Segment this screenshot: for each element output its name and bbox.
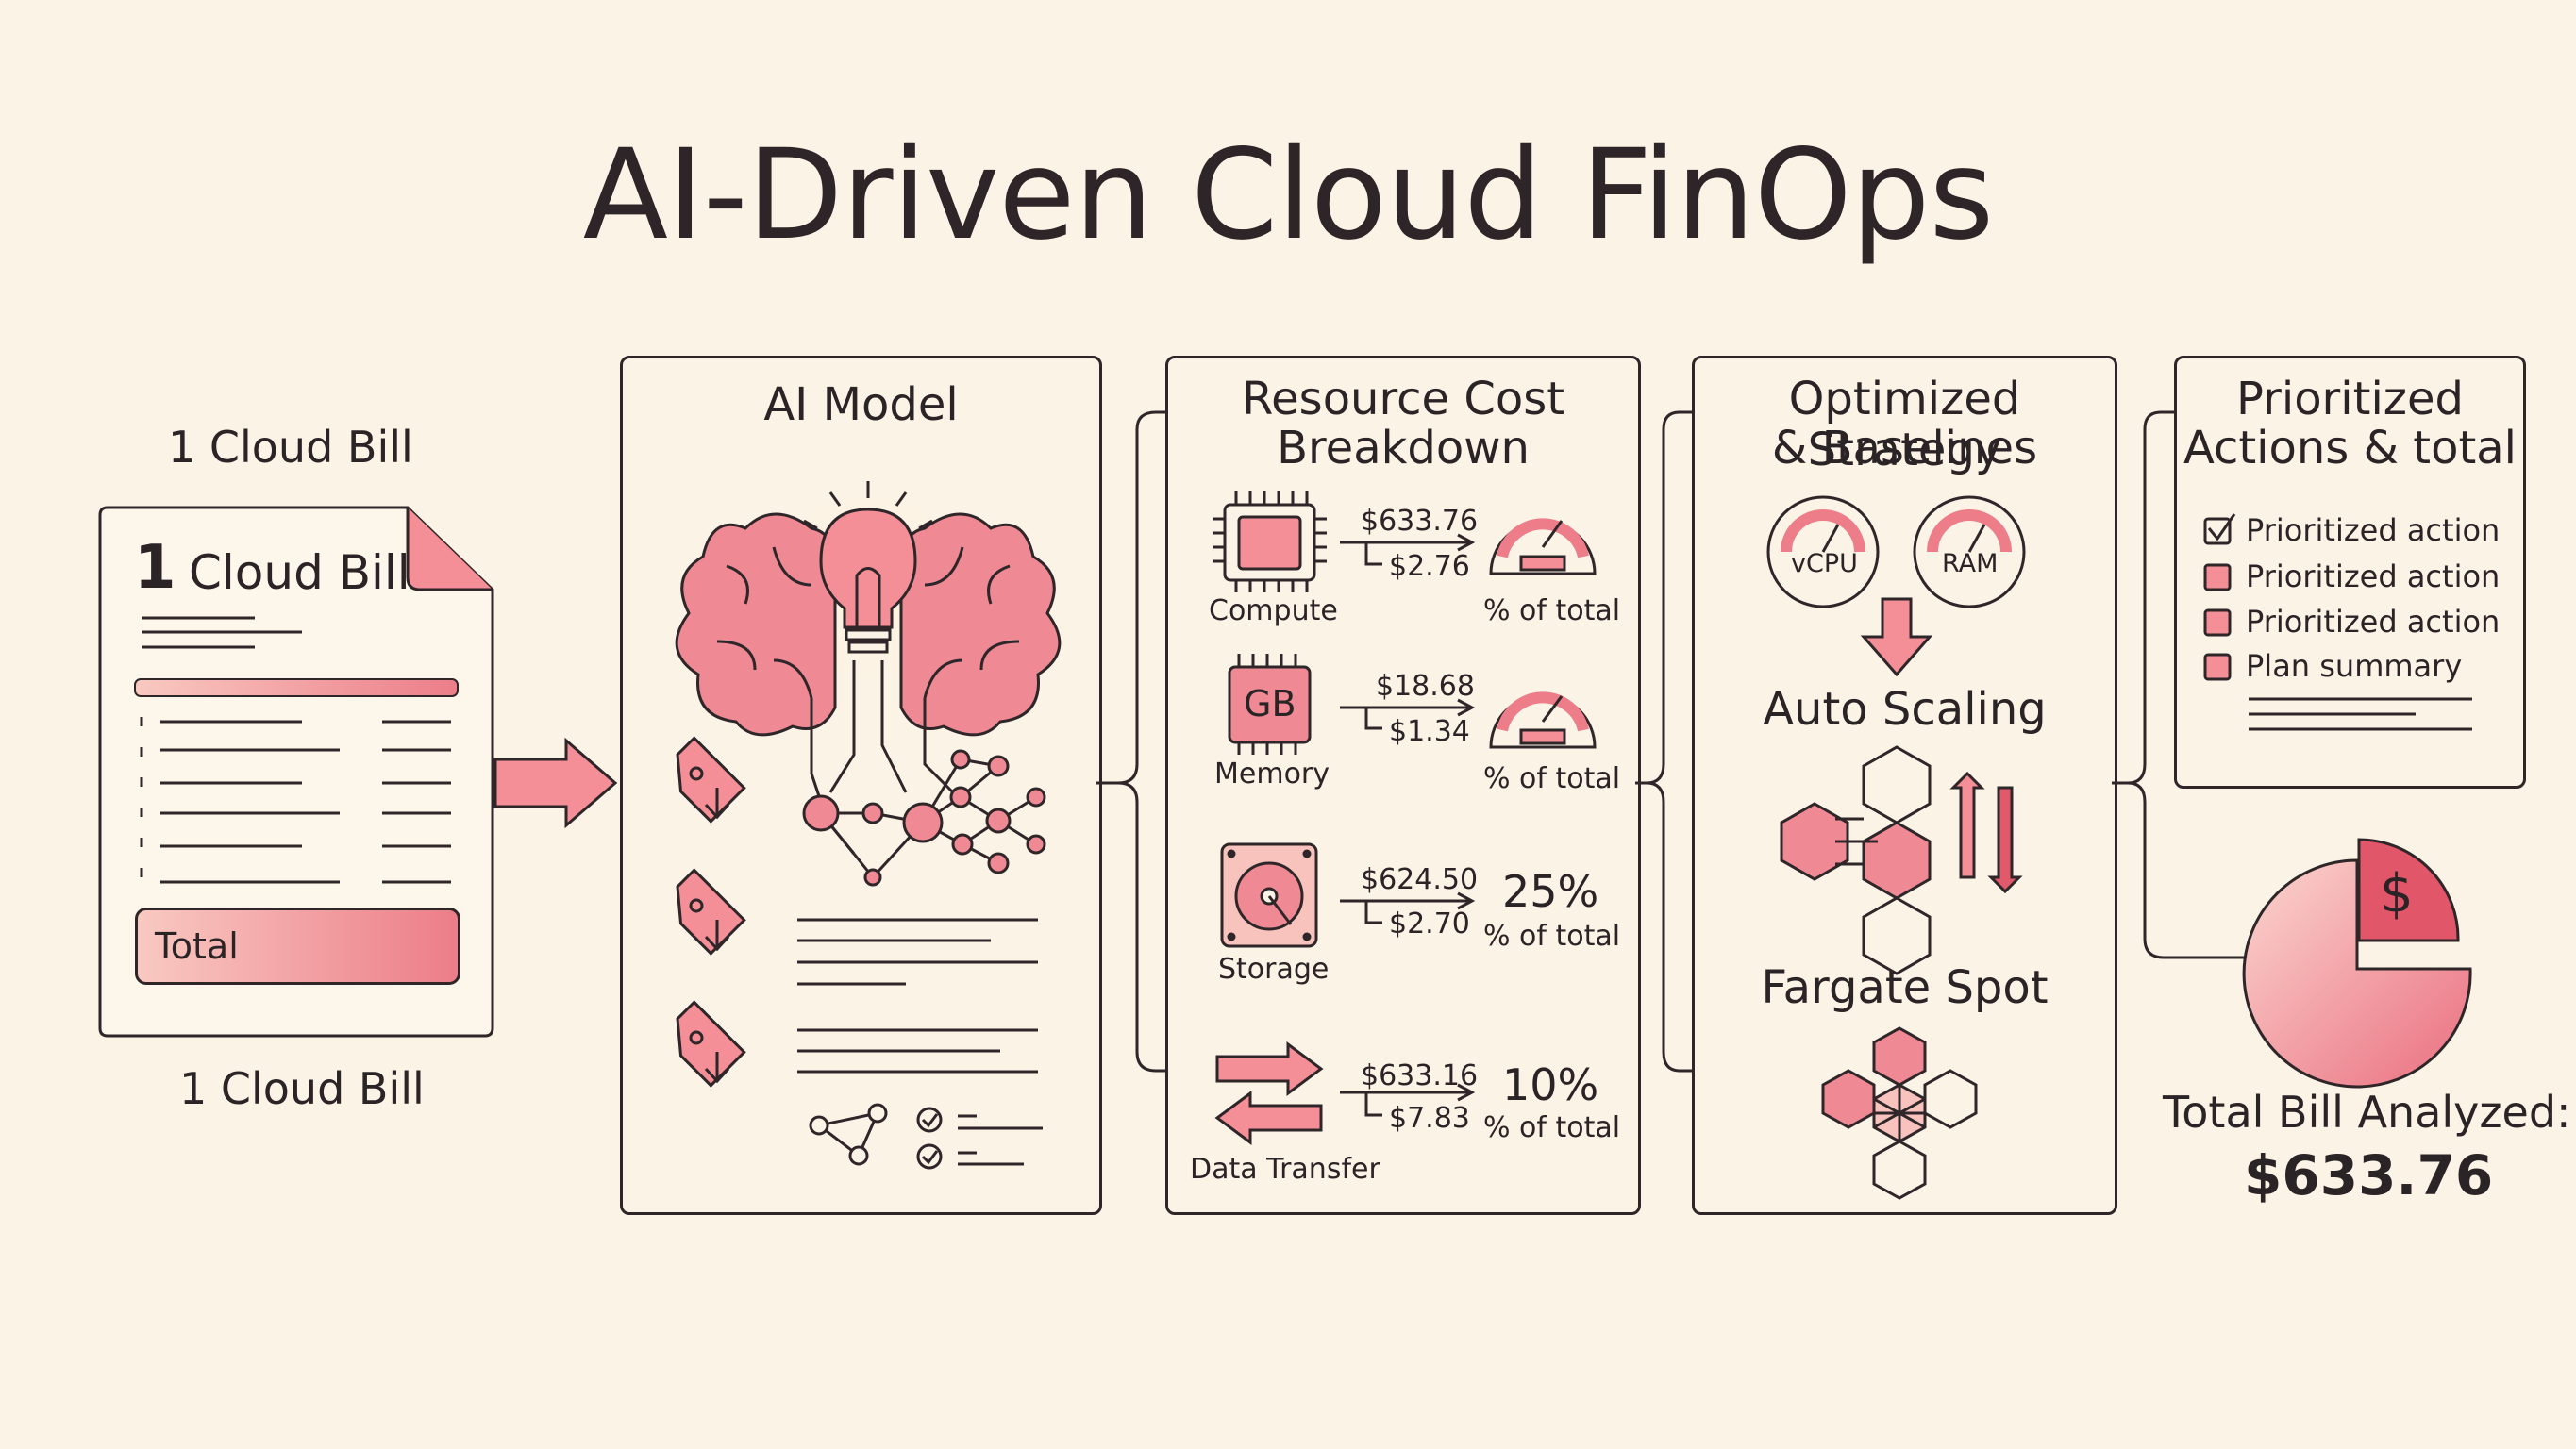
- memory-pct-label: % of total: [1483, 762, 1621, 795]
- hard-disk-icon: [1220, 842, 1318, 948]
- ram-gauge-label: RAM: [1942, 549, 1999, 578]
- auto-scaling-icon: [1780, 745, 2023, 975]
- memory-label: Memory: [1214, 758, 1330, 791]
- compute-pct-label: % of total: [1483, 594, 1621, 627]
- ai-model-title: AI Model: [763, 378, 959, 431]
- fargate-label: Fargate Spot: [1761, 961, 2049, 1014]
- bill-doc-number: 1: [134, 533, 176, 603]
- actions-title-2: Actions & total: [2183, 422, 2517, 475]
- vcpu-gauge-icon: [1766, 495, 1880, 608]
- total-label: Total Bill Analyzed:: [2163, 1087, 2571, 1138]
- bill-total-label: Total: [155, 925, 239, 967]
- pie-chart-icon: [2242, 838, 2472, 1089]
- fargate-spot-icon: [1821, 1026, 1978, 1200]
- action-item-4: Plan summary: [2246, 648, 2463, 684]
- total-value: $633.76: [2244, 1143, 2494, 1208]
- transfer-sub: $7.83: [1389, 1102, 1470, 1135]
- transfer-amount: $633.16: [1361, 1059, 1479, 1092]
- breakdown-title-2: Breakdown: [1277, 422, 1530, 475]
- storage-label: Storage: [1218, 953, 1330, 986]
- actions-title-1: Prioritized: [2236, 373, 2464, 425]
- bill-bottom-label: 1 Cloud Bill: [179, 1063, 425, 1114]
- ram-gauge-icon: [1913, 495, 2026, 608]
- gauge-icon-compute: [1489, 518, 1597, 575]
- bill-top-label: 1 Cloud Bill: [168, 422, 413, 473]
- memory-amount: $18.68: [1376, 670, 1475, 703]
- strategy-title-2: & Baselines: [1771, 422, 2038, 475]
- neural-network-icon: [802, 749, 1046, 887]
- lightbulb-icon: [803, 481, 933, 654]
- price-tag-icons: [676, 736, 746, 1088]
- storage-pct: 25%: [1502, 866, 1599, 917]
- memory-sub: $1.34: [1389, 715, 1470, 748]
- checkbox-1: [2203, 517, 2232, 545]
- gauge-icon-memory: [1489, 691, 1597, 749]
- transfer-pct: 10%: [1502, 1059, 1599, 1110]
- action-item-1: Prioritized action: [2246, 512, 2501, 548]
- bill-doc-label: Cloud Bill: [189, 545, 410, 600]
- page-title: AI-Driven Cloud FinOps: [582, 123, 1995, 268]
- checkbox-3: [2203, 608, 2232, 637]
- storage-pct-label: % of total: [1483, 920, 1621, 953]
- down-arrow-icon: [1860, 597, 1933, 677]
- data-transfer-icon: [1214, 1041, 1324, 1145]
- storage-sub: $2.70: [1389, 908, 1470, 941]
- breakdown-title-1: Resource Cost: [1241, 373, 1565, 425]
- bill-total-bar: Total: [135, 908, 460, 985]
- strategy-title-1: Optimized Strategy: [1788, 373, 2021, 476]
- compute-sub: $2.76: [1389, 550, 1470, 583]
- vcpu-gauge-label: vCPU: [1791, 549, 1858, 578]
- auto-scaling-label: Auto Scaling: [1763, 683, 2047, 736]
- storage-amount: $624.50: [1361, 863, 1479, 896]
- brain-icon: [675, 512, 1062, 737]
- actions-panel: Prioritized Actions & total: [2174, 356, 2526, 789]
- transfer-pct-label: % of total: [1483, 1111, 1621, 1144]
- compute-amount: $633.76: [1361, 505, 1479, 538]
- transfer-label: Data Transfer: [1190, 1153, 1380, 1186]
- action-item-2: Prioritized action: [2246, 558, 2501, 594]
- compute-label: Compute: [1209, 594, 1338, 627]
- action-item-3: Prioritized action: [2246, 604, 2501, 640]
- memory-chip-icon: [1228, 654, 1312, 755]
- dollar-icon: $: [2380, 863, 2414, 924]
- checkbox-4: [2203, 653, 2232, 681]
- memory-chip-text: GB: [1244, 683, 1296, 724]
- cpu-chip-icon: [1213, 491, 1327, 592]
- checkbox-2: [2203, 563, 2232, 591]
